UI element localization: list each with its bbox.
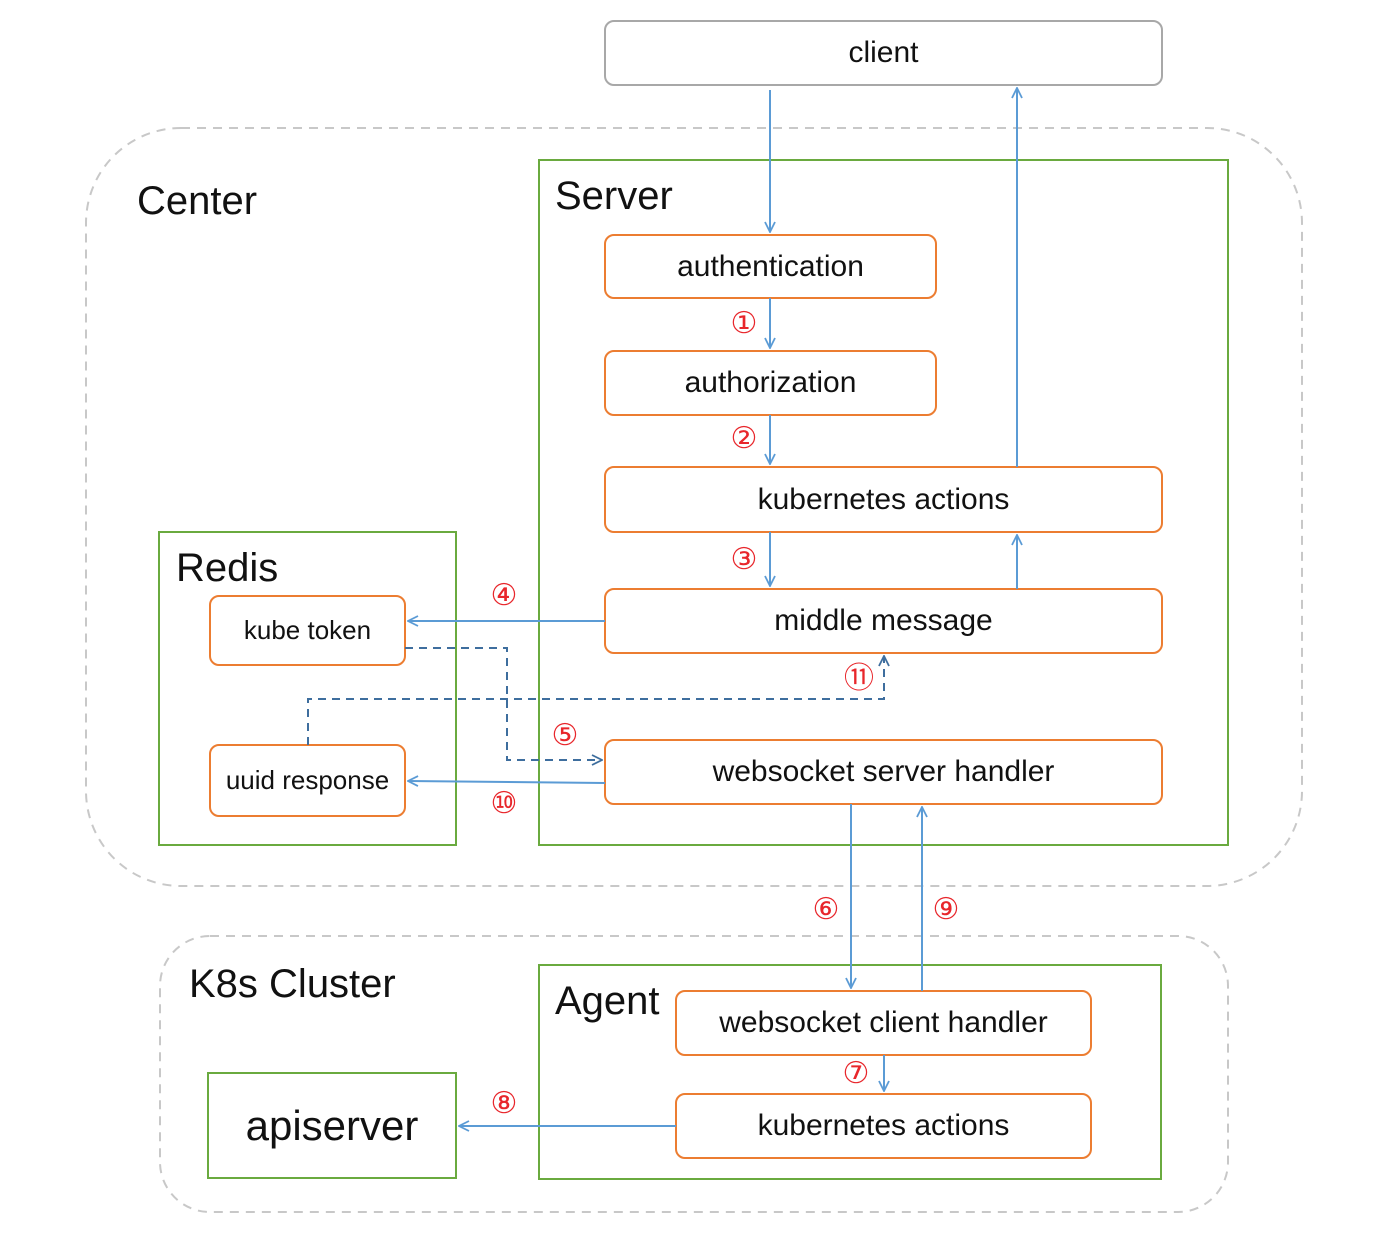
center-region	[85, 127, 1303, 887]
step-8-label: ⑧	[490, 1086, 518, 1121]
client-label: client	[848, 36, 919, 69]
redis-container-title: Redis	[176, 546, 279, 590]
step-1-label: ①	[730, 306, 758, 341]
step-11-label: ⑪	[844, 661, 874, 696]
authorization-label: authorization	[684, 366, 857, 399]
server-container-title: Server	[555, 174, 673, 218]
websocket-client-handler-label: websocket client handler	[719, 1006, 1048, 1039]
step-9-label: ⑨	[932, 892, 960, 927]
uuid-response-label: uuid response	[225, 765, 390, 795]
step-10-label: ⑩	[490, 786, 518, 821]
k8s-cluster-region-title: K8s Cluster	[189, 962, 396, 1006]
websocket-server-handler-label: websocket server handler	[712, 755, 1055, 788]
kube-token-label: kube token	[243, 615, 372, 645]
authentication-label: authentication	[677, 249, 864, 283]
apiserver-box	[207, 1072, 457, 1179]
step-7-label: ⑦	[842, 1056, 870, 1091]
step-5-label: ⑤	[551, 718, 579, 753]
kubernetes-actions-server-label: kubernetes actions	[757, 482, 1010, 516]
middle-message-label: middle message	[774, 604, 993, 637]
center-region-title: Center	[137, 179, 258, 223]
server-container	[538, 159, 1229, 846]
arrow-websocket-server-to-uuid-response	[408, 781, 606, 783]
websocket-server-handler-box	[604, 739, 1163, 805]
redis-container	[158, 531, 457, 846]
step-2-label: ②	[730, 421, 758, 456]
kubernetes-actions-agent-label: kubernetes actions	[757, 1109, 1010, 1142]
agent-container-title: Agent	[555, 979, 660, 1023]
client-box	[604, 20, 1163, 86]
k8s-cluster-region	[159, 935, 1229, 1213]
dashed-arrow-kube-token-to-websocket-server	[405, 647, 602, 760]
step-3-label: ③	[730, 542, 758, 577]
step-4-label: ④	[490, 578, 518, 613]
dashed-arrow-uuid-response-to-middle-message	[307, 656, 884, 745]
kube-token-box	[209, 595, 406, 666]
apiserver-label: apiserver	[245, 1101, 419, 1149]
step-6-label: ⑥	[812, 892, 840, 927]
kubernetes-actions-server-box	[604, 466, 1163, 533]
